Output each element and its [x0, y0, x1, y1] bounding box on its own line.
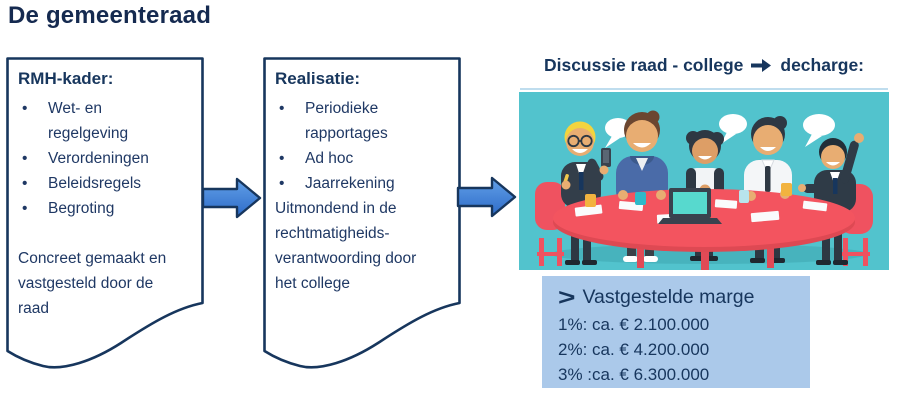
bullet-marker: •: [22, 200, 28, 217]
marge-box: > Vastgestelde marge 1%: ca. € 2.100.000…: [542, 276, 810, 388]
marge-heading: Vastgestelde marge: [582, 285, 755, 308]
discussie-heading-right: decharge:: [780, 54, 865, 75]
marge-line: 3% :ca. € 6.300.000: [558, 365, 710, 384]
document-shape-outline: [6, 57, 204, 369]
cup-icon: [585, 183, 792, 207]
document-shape-outline: [263, 57, 461, 369]
flow-arrow-icon: [201, 177, 262, 219]
bullet-marker: •: [279, 150, 285, 167]
kader-box: RMH-kader: • Wet- en regelgeving • Veror…: [5, 56, 205, 380]
kader-footer: Concreet gemaakt en vastgesteld door de …: [18, 250, 167, 317]
bullet-marker: •: [22, 175, 28, 192]
meeting-illustration: [519, 92, 889, 270]
bullet-item: • Verordeningen: [18, 146, 197, 171]
laptop-icon: [658, 188, 722, 224]
bullet-item: • Wet- en regelgeving: [18, 96, 197, 146]
bullet-text: Beleidsregels: [48, 175, 142, 192]
chevron-right-icon: >: [558, 283, 576, 310]
flow-arrow-icon: [456, 176, 517, 218]
realisatie-content: Realisatie: • Periodieke rapportages • A…: [262, 56, 462, 296]
marge-line: 1%: ca. € 2.100.000: [558, 315, 710, 334]
bullet-item: • Jaarrekening: [275, 171, 454, 196]
realisatie-footer: Uitmondend in de rechtmatigheids-verantw…: [275, 200, 417, 292]
bullet-text: Begroting: [48, 200, 115, 217]
realisatie-box: Realisatie: • Periodieke rapportages • A…: [262, 56, 462, 380]
discussie-heading-left: Discussie raad - college: [543, 54, 744, 75]
bullet-text: Verordeningen: [48, 150, 149, 167]
realisatie-heading: Realisatie:: [275, 69, 361, 88]
phone-icon: [601, 148, 611, 167]
kader-heading: RMH-kader:: [18, 69, 114, 88]
bullet-text: Ad hoc: [305, 150, 354, 167]
glasses-icon: [567, 134, 593, 148]
right-arrow-icon: [751, 58, 772, 72]
bullet-item: • Begroting: [18, 196, 197, 221]
page-title: De gemeenteraad: [8, 2, 212, 29]
bullet-text: Wet- en regelgeving: [48, 100, 129, 142]
bullet-marker: •: [22, 150, 28, 167]
marge-line: 2%: ca. € 4.200.000: [558, 340, 710, 359]
bullet-item: • Beleidsregels: [18, 171, 197, 196]
bullet-item: • Periodieke rapportages: [275, 96, 454, 146]
image-top-edge: [520, 88, 888, 90]
marge-heading-row: > Vastgestelde marge: [558, 282, 810, 312]
bullet-marker: •: [22, 100, 28, 117]
bullet-text: Jaarrekening: [305, 175, 395, 192]
bullet-marker: •: [279, 175, 285, 192]
kader-content: RMH-kader: • Wet- en regelgeving • Veror…: [5, 56, 205, 321]
bullet-item: • Ad hoc: [275, 146, 454, 171]
bullet-marker: •: [279, 100, 285, 117]
speech-bubble-icon: [803, 114, 835, 147]
speech-bubble-icon: [719, 114, 747, 144]
discussie-heading: Discussie raad - college decharge:: [514, 52, 894, 78]
bullet-text: Periodieke rapportages: [305, 100, 388, 142]
